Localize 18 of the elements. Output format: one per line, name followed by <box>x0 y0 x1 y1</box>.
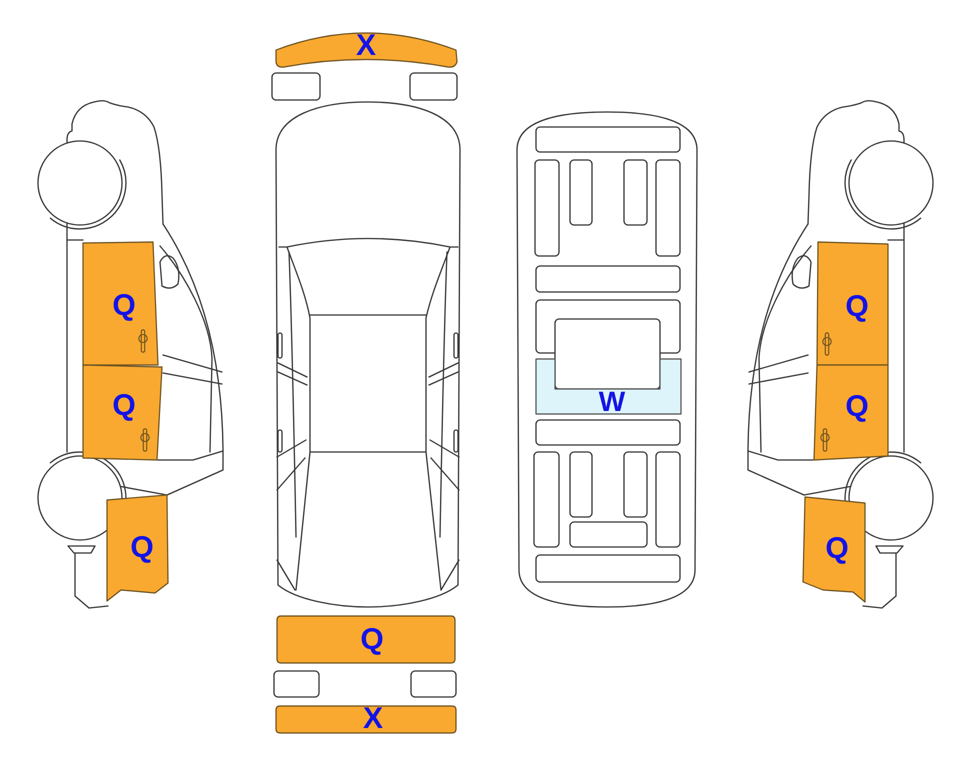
quarter-panel <box>802 496 866 603</box>
damage-code: W <box>598 388 626 416</box>
quarter-panel <box>106 494 169 602</box>
underbody-panel <box>535 358 682 415</box>
door-panel <box>82 364 164 462</box>
damage-code: Q <box>112 291 136 321</box>
damage-code: Q <box>845 292 869 322</box>
damage-code: Q <box>112 391 136 421</box>
damage-code: Q <box>130 533 154 563</box>
damage-code: Q <box>825 534 849 564</box>
door-panel <box>812 364 890 462</box>
damage-code: X <box>363 704 383 734</box>
damage-code: Q <box>845 392 869 422</box>
damage-code: X <box>356 31 376 61</box>
door-panel <box>82 241 160 367</box>
damage-code: Q <box>360 625 384 655</box>
bumper-panel <box>276 615 456 664</box>
bumper-panel <box>275 705 457 734</box>
